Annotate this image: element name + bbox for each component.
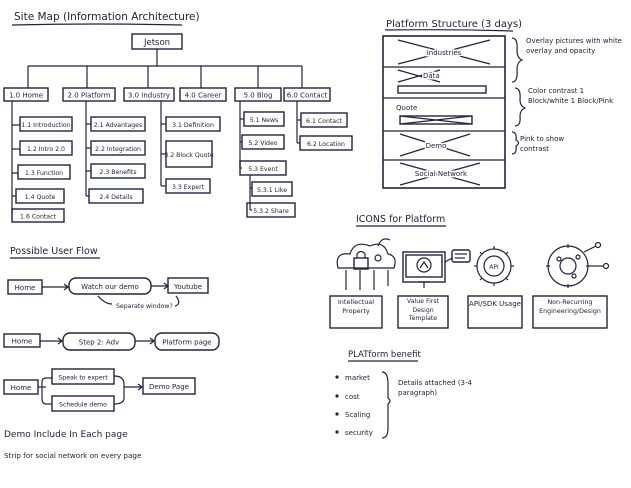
sitemap-node: 2.4 Details bbox=[99, 194, 132, 201]
home-children: 1.1 Introduction 1.2 Intro 2.0 1.3 Funct… bbox=[11, 116, 73, 223]
note-contrast: Color contrast 1 Block/white 1 Block/Pin… bbox=[528, 87, 613, 105]
gear-network-icon bbox=[546, 241, 610, 288]
branch-home: 1.0 Home bbox=[3, 87, 49, 102]
flow3-demo-page bbox=[142, 377, 196, 395]
platform-title-underline bbox=[384, 29, 514, 32]
sitemap-node: 5.2 Video bbox=[248, 140, 277, 147]
wf-data: Data bbox=[423, 72, 440, 80]
branch-drops bbox=[27, 66, 303, 88]
platform-structure-title: Platform Structure (3 days) bbox=[386, 19, 522, 30]
wf-social: Social Network bbox=[415, 170, 468, 178]
svg-text:3.0 Industry: 3.0 Industry bbox=[128, 92, 170, 100]
sitemap-node: 5.3 Event bbox=[248, 166, 278, 173]
sitemap-node: 1.2 Intro 2.0 bbox=[27, 146, 65, 153]
benefit-item: market bbox=[345, 374, 370, 382]
cloud-lock-icon bbox=[336, 238, 396, 290]
note-overlay: Overlay pictures with white overlay and … bbox=[526, 37, 622, 55]
svg-text:Youtube: Youtube bbox=[173, 283, 202, 291]
sitemap-node: 1.3 Function bbox=[25, 170, 63, 177]
benefit-item: cost bbox=[345, 393, 360, 401]
note-pink: Pink to show contrast bbox=[520, 135, 564, 153]
icon-label-api: API/SDK Usage bbox=[469, 300, 521, 308]
icon-label-box-3 bbox=[467, 295, 523, 329]
note-social-strip: Strip for social network on every page bbox=[4, 451, 142, 460]
benefits-brace bbox=[381, 371, 391, 439]
icon-label-box-2 bbox=[397, 295, 449, 329]
icon-label-ip: Intellectual Property bbox=[338, 298, 374, 315]
svg-text:Demo Page: Demo Page bbox=[149, 383, 189, 391]
sitemap-node: 6.2 Location bbox=[307, 141, 345, 148]
blog-children: 5.1 News 5.2 Video 5.3 Event 5.3.1 Like … bbox=[239, 111, 296, 218]
branch-contact: 6.0 Contact bbox=[283, 87, 331, 102]
svg-text:Watch our demo: Watch our demo bbox=[81, 283, 139, 291]
platform-children: 2.1 Advantages 2.2 Integration 2.3 Benef… bbox=[86, 116, 146, 204]
sitemap-node: 3.3 Expert bbox=[172, 184, 205, 191]
sitemap-node: 1.1 Introduction bbox=[21, 122, 70, 129]
sitemap-node: 2.1 Advantages bbox=[94, 122, 142, 129]
svg-text:1.0 Home: 1.0 Home bbox=[9, 92, 43, 100]
sitemap-root-label: Jetson bbox=[143, 38, 170, 48]
icon-label-box-4 bbox=[532, 295, 608, 329]
svg-text:Speak to expert: Speak to expert bbox=[58, 375, 108, 382]
benefits-detail: Details attached (3-4 paragraph) bbox=[398, 379, 472, 397]
benefits-list: market cost Scaling security bbox=[335, 374, 373, 437]
api-text: API bbox=[489, 264, 499, 271]
sitemap-node: 2.2 Integration bbox=[95, 146, 141, 153]
sitemap-node: 5.1 News bbox=[250, 117, 279, 124]
sitemap-title: Site Map (Information Architecture) bbox=[14, 11, 200, 23]
svg-text:6.0 Contact: 6.0 Contact bbox=[287, 92, 328, 100]
branch-blog: 5.0 Blog bbox=[234, 87, 282, 102]
user-flow-title: Possible User Flow bbox=[10, 246, 98, 257]
monitor-design-icon bbox=[402, 249, 471, 288]
benefit-item: Scaling bbox=[345, 411, 370, 419]
sitemap-node: 5.3.1 Like bbox=[257, 187, 287, 194]
branch-career: 4.0 Career bbox=[179, 87, 227, 102]
benefit-item: security bbox=[345, 429, 373, 437]
icon-label-box-1 bbox=[329, 295, 383, 329]
icon-label-nre: Non-Recurring Engineering/Design bbox=[539, 299, 601, 315]
sitemap-node: 5.3.2 Share bbox=[253, 208, 289, 215]
svg-text:Home: Home bbox=[12, 338, 33, 346]
brace-3 bbox=[511, 131, 520, 155]
svg-text:Home: Home bbox=[15, 284, 36, 292]
wf-industries: Industries bbox=[427, 49, 462, 57]
svg-text:Schedule demo: Schedule demo bbox=[59, 402, 107, 409]
wf-demo: Demo bbox=[426, 142, 447, 150]
wf-quote: Quote bbox=[396, 104, 417, 112]
brace-1 bbox=[511, 37, 524, 83]
flow1-youtube bbox=[167, 277, 209, 294]
sitemap-node: 1.4 Quote bbox=[25, 194, 56, 201]
industry-children: 3.1 Definition 3.2 Block Quote 3.3 Exper… bbox=[161, 116, 221, 194]
flow1-note: Separate window? bbox=[116, 303, 173, 310]
contact-children: 6.1 Contact 6.2 Location bbox=[297, 112, 353, 151]
branch-industry: 3.0 Industry bbox=[123, 87, 175, 102]
benefits-title: PLATform benefit bbox=[348, 350, 422, 360]
brace-2 bbox=[514, 87, 527, 127]
api-gear-icon bbox=[474, 246, 514, 286]
sitemap-node: 3.1 Definition bbox=[172, 122, 214, 129]
icon-label-design: Value First Design Template bbox=[407, 298, 439, 322]
svg-text:Home: Home bbox=[11, 384, 32, 392]
branch-platform: 2.0 Platform bbox=[62, 87, 116, 102]
sitemap-node: 2.3 Benefits bbox=[99, 169, 136, 176]
icons-title: ICONS for Platform bbox=[356, 214, 445, 225]
sitemap-node: 1.6 Contact bbox=[20, 214, 56, 221]
sitemap-node: 3.2 Block Quote bbox=[164, 152, 214, 159]
svg-text:Platform page: Platform page bbox=[162, 339, 211, 347]
svg-text:2.0 Platform: 2.0 Platform bbox=[68, 92, 111, 100]
svg-text:4.0 Career: 4.0 Career bbox=[185, 92, 222, 100]
flow2-platform bbox=[154, 332, 220, 351]
sitemap-title-underline bbox=[11, 23, 183, 26]
flow3-fork bbox=[41, 377, 47, 405]
sitemap-node: 6.1 Contact bbox=[306, 118, 342, 125]
wireframe-frame bbox=[382, 35, 506, 189]
svg-text:5.0 Blog: 5.0 Blog bbox=[244, 92, 273, 100]
svg-text:Step 2: Adv: Step 2: Adv bbox=[79, 339, 119, 347]
note-demo-include: Demo Include In Each page bbox=[4, 430, 128, 440]
loop-arrow bbox=[97, 295, 113, 305]
wireframe-sections: Industries Data Quote Demo Social Networ… bbox=[383, 39, 505, 186]
